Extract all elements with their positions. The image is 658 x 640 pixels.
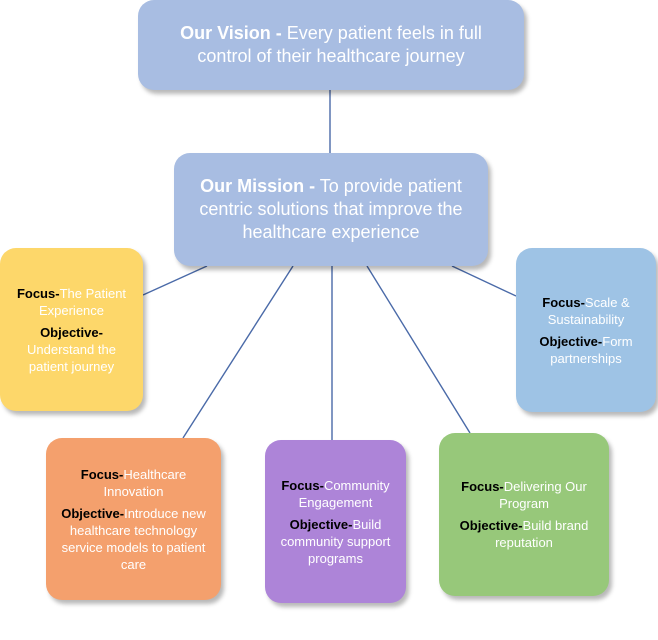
focus-text: Community Engagement bbox=[298, 477, 390, 510]
mission-box: Our Mission - To provide patient centric… bbox=[174, 153, 488, 266]
objective-text: Introduce new healthcare technology serv… bbox=[61, 505, 206, 572]
focus-box-community-engagement: Focus-Community Engagement Objective-Bui… bbox=[265, 440, 406, 603]
connector-healthcare-innovation bbox=[182, 265, 294, 439]
focus-box-healthcare-innovation: Focus-Healthcare Innovation Objective-In… bbox=[46, 438, 221, 600]
vision-text: Every patient feels in full control of t… bbox=[197, 23, 482, 66]
focus-box-scale-sustainability: Focus-Scale & Sustainability Objective-F… bbox=[516, 248, 656, 412]
objective-label: Objective- bbox=[61, 505, 125, 521]
objective-text: Form partnerships bbox=[550, 333, 633, 366]
vision-label: Our Vision - bbox=[180, 23, 282, 43]
focus-label: Focus- bbox=[281, 477, 324, 493]
objective-text: Understand the patient journey bbox=[27, 341, 116, 374]
mission-label: Our Mission - bbox=[200, 176, 316, 196]
focus-box-patient-experience: Focus-The Patient Experience Objective-U… bbox=[0, 248, 143, 411]
connector-delivering-program bbox=[366, 265, 471, 434]
objective-label: Objective- bbox=[459, 518, 523, 533]
focus-label: Focus- bbox=[16, 285, 60, 301]
focus-label: Focus- bbox=[461, 479, 504, 494]
focus-text: The Patient Experience bbox=[38, 285, 127, 318]
connector-patient-experience bbox=[142, 265, 208, 296]
mission-text: To provide patient centric solutions tha… bbox=[199, 176, 463, 242]
objective-label: Objective- bbox=[40, 324, 103, 340]
vision-box: Our Vision - Every patient feels in full… bbox=[138, 0, 524, 90]
focus-text: Delivering Our Program bbox=[499, 479, 587, 511]
focus-text: Healthcare Innovation bbox=[103, 466, 187, 499]
focus-label: Focus- bbox=[542, 294, 585, 310]
objective-label: Objective- bbox=[539, 333, 603, 349]
focus-label: Focus- bbox=[80, 466, 124, 482]
focus-text: Scale & Sustainability bbox=[547, 294, 630, 327]
connector-scale-sustainability bbox=[451, 265, 517, 297]
objective-label: Objective- bbox=[289, 516, 353, 532]
objective-text: Build community support programs bbox=[280, 516, 391, 566]
focus-box-delivering-program: Focus-Delivering Our Program Objective-B… bbox=[439, 433, 609, 596]
objective-text: Build brand reputation bbox=[495, 518, 589, 550]
